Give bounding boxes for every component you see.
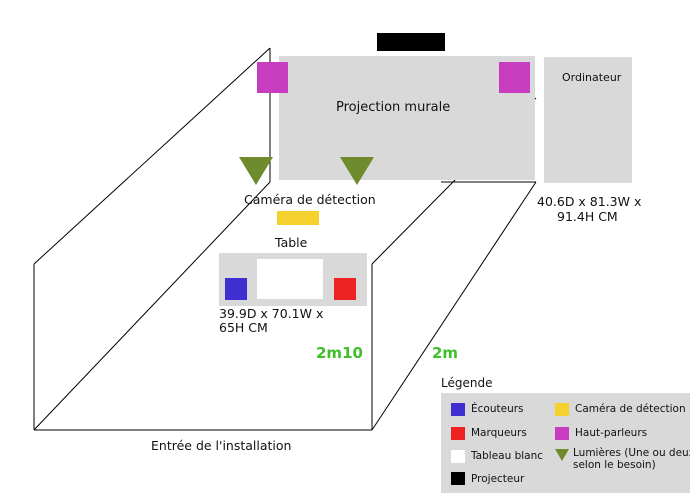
legend-markers-swatch: [451, 427, 465, 440]
legend-headphones-label: Écouteurs: [471, 403, 524, 415]
legend-whiteboard-label: Tableau blanc: [471, 450, 544, 462]
legend-speakers-label: Haut-parleurs: [575, 427, 648, 439]
bottom-right-perspective-line: [371, 181, 537, 431]
speaker-right: [499, 62, 530, 93]
table-label: Table: [275, 235, 308, 250]
speaker-left: [257, 62, 288, 93]
table-dims-line-2: 65H CM: [219, 320, 268, 335]
legend-panel: Écouteurs Marqueurs Tableau blanc Projec…: [441, 393, 690, 493]
legend-projector-swatch: [451, 472, 465, 485]
legend-projector-label: Projecteur: [471, 473, 525, 485]
legend-light-icon: [555, 449, 569, 461]
width-dimension: 2m: [432, 344, 459, 362]
bottom-left-perspective-line: [33, 181, 271, 431]
legend-lights-label-line-2: selon le besoin): [573, 459, 656, 471]
entrance-label: Entrée de l'installation: [151, 438, 292, 453]
table-dims-line-1: 39.9D x 70.1W x: [219, 306, 324, 321]
depth-dimension: 2m10: [316, 344, 363, 362]
light-right-icon: [340, 157, 374, 185]
legend-headphones-swatch: [451, 403, 465, 416]
legend-lights-label-line-1: Lumières (Une ou deux: [573, 447, 690, 459]
light-left-icon: [239, 157, 273, 185]
markers: [334, 278, 356, 300]
legend-whiteboard-swatch: [451, 450, 465, 463]
projection-wall: [279, 56, 535, 180]
headphones: [225, 278, 247, 300]
legend-camera-label: Caméra de détection: [575, 403, 686, 415]
legend-markers-label: Marqueurs: [471, 427, 527, 439]
projector: [377, 33, 445, 51]
legend-title: Légende: [441, 376, 493, 390]
top-left-perspective-line: [33, 47, 271, 265]
legend-speakers-swatch: [555, 427, 569, 440]
projection-label: Projection murale: [336, 100, 451, 115]
computer-box: [544, 57, 632, 183]
camera-label: Caméra de détection: [244, 192, 376, 207]
whiteboard: [257, 259, 323, 299]
computer-dims-line-1: 40.6D x 81.3W x: [537, 194, 642, 209]
camera-block: [277, 211, 319, 225]
computer-dims-line-2: 91.4H CM: [557, 209, 618, 224]
computer-label: Ordinateur: [562, 71, 622, 84]
legend-camera-swatch: [555, 403, 569, 416]
